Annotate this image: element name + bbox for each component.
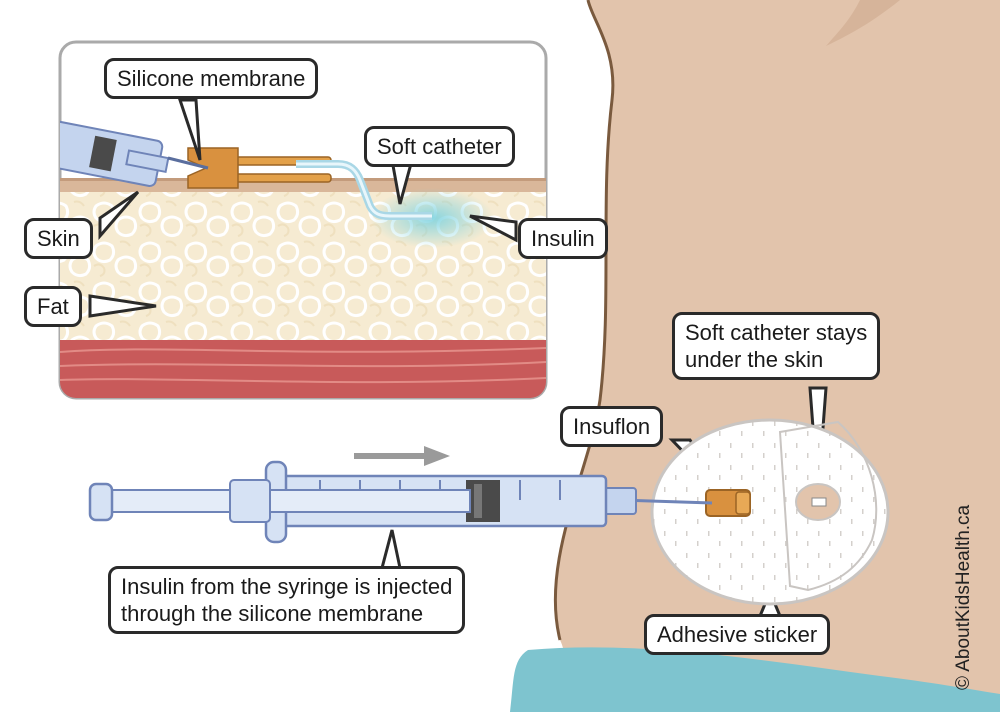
- plunger-thumb: [88, 482, 114, 522]
- body-outline: [553, 0, 615, 641]
- label-skin: Skin: [24, 218, 93, 259]
- label-silicone-membrane: Silicone membrane: [104, 58, 319, 99]
- syringe-plunger-seal: [466, 480, 500, 522]
- sticker-flap: [778, 420, 878, 592]
- label-insuflon: Insuflon: [560, 406, 664, 447]
- label-catheter-stays: Soft catheter stays under the skin: [672, 312, 881, 380]
- label-syringe-note: Insulin from the syringe is injected thr…: [108, 566, 466, 634]
- inset-needle: [167, 156, 209, 170]
- label-insulin: Insulin: [518, 218, 608, 259]
- label-soft-catheter: Soft catheter: [364, 126, 515, 167]
- copyright-notice: © AboutKidsHealth.ca: [953, 504, 974, 690]
- shirt: [510, 647, 1000, 712]
- navel-shadow: [826, 0, 900, 46]
- label-fat: Fat: [24, 286, 82, 327]
- adhesive-sticker: [650, 418, 890, 606]
- plunger-rod: [109, 489, 471, 513]
- label-adhesive-sticker: Adhesive sticker: [644, 614, 831, 655]
